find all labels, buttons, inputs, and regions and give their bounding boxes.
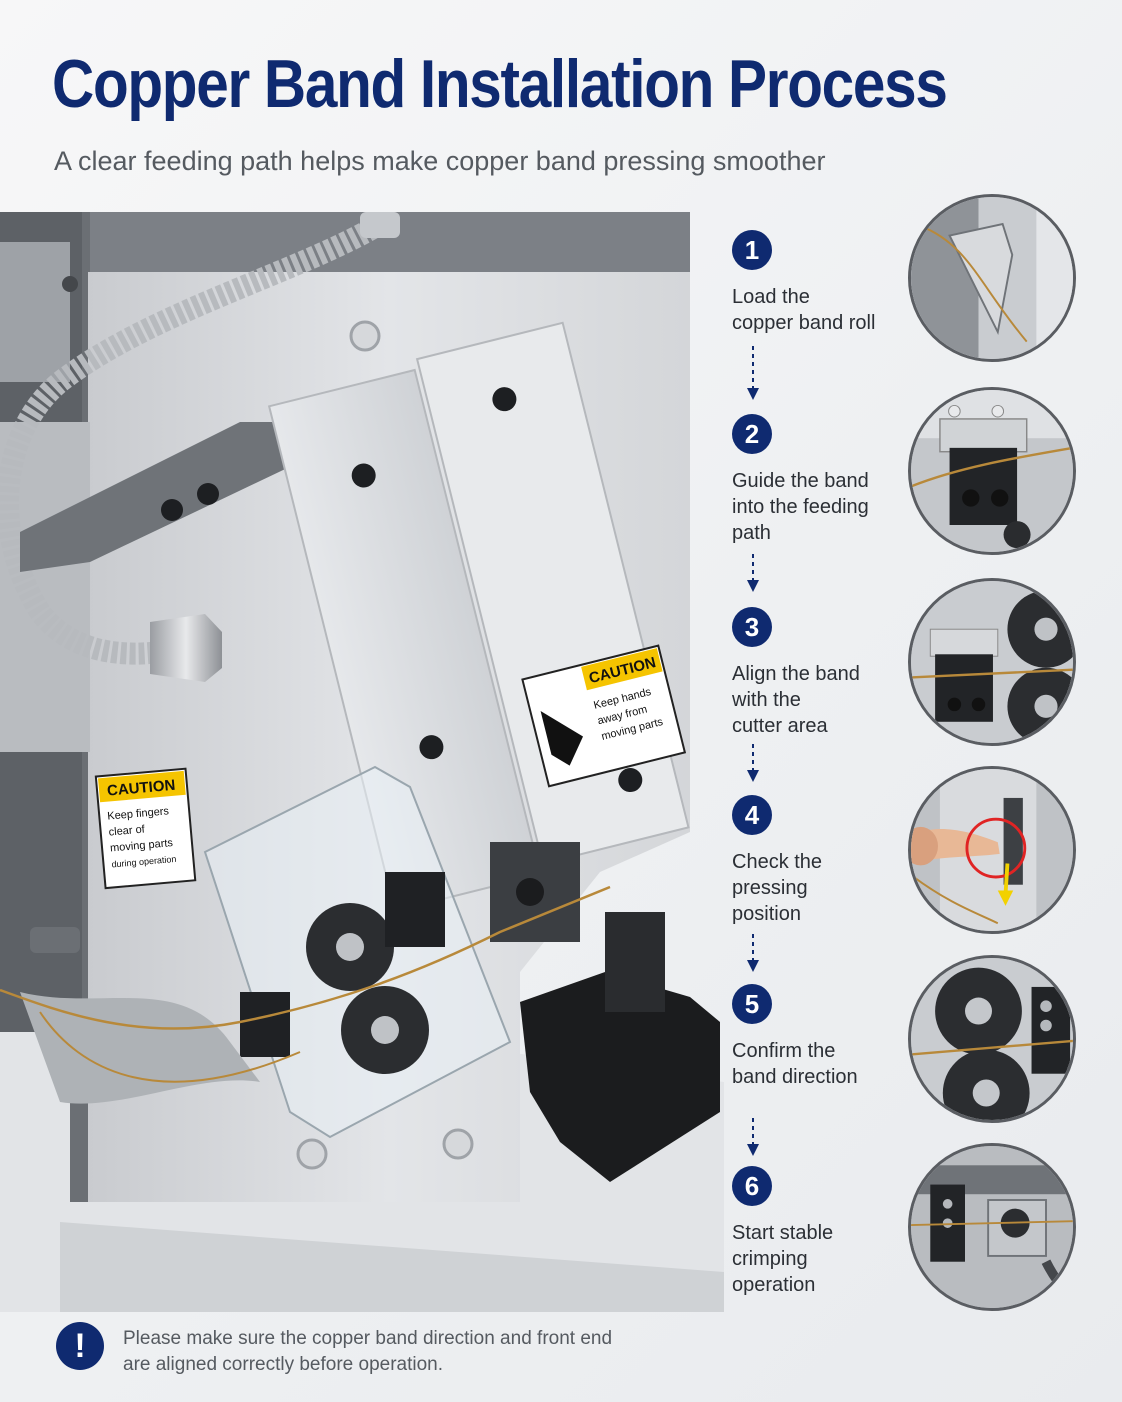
step-number-badge: 3: [732, 607, 772, 647]
step-label: Start stable crimping operation: [732, 1220, 902, 1298]
pressing-position-closeup-icon: [911, 769, 1073, 931]
step-label: Load the copper band roll: [732, 284, 902, 336]
step-label: Confirm the band direction: [732, 1038, 902, 1090]
step-label-line: copper band roll: [732, 312, 876, 334]
step-label-line: with the: [732, 689, 801, 711]
step-label-line: band direction: [732, 1066, 858, 1088]
dashed-down-arrow-icon: [747, 744, 759, 782]
step-1: 1 Load the copper band roll: [732, 230, 902, 336]
step-number-badge: 4: [732, 795, 772, 835]
crimping-closeup-icon: [911, 1146, 1073, 1308]
step-number-badge: 2: [732, 414, 772, 454]
caution-left-line-2: clear of: [108, 823, 146, 838]
step-6: 6 Start stable crimping operation: [732, 1166, 902, 1298]
step-3: 3 Align the band with the cutter area: [732, 607, 902, 739]
step-number-badge: 5: [732, 984, 772, 1024]
caution-left-line-3: moving parts: [110, 837, 174, 854]
step-label-line: position: [732, 903, 801, 925]
step-label-line: Guide the band: [732, 470, 869, 492]
step-label: Guide the band into the feeding path: [732, 468, 902, 546]
step-2: 2 Guide the band into the feeding path: [732, 414, 902, 546]
roller-direction-closeup-icon: [911, 958, 1073, 1120]
step-label-line: path: [732, 522, 771, 544]
step-label: Check the pressing position: [732, 849, 902, 927]
step-4-thumbnail: [908, 766, 1076, 934]
cutter-alignment-closeup-icon: [911, 581, 1073, 743]
dashed-down-arrow-icon: [747, 1118, 759, 1156]
exclamation-icon: !: [56, 1322, 104, 1370]
step-label-line: Align the band: [732, 663, 860, 685]
step-label-line: Check the: [732, 851, 823, 873]
step-3-thumbnail: [908, 578, 1076, 746]
step-label-line: Load the: [732, 286, 810, 308]
step-label-line: pressing: [732, 877, 808, 899]
step-6-thumbnail: [908, 1143, 1076, 1311]
step-label-line: Confirm the: [732, 1040, 836, 1062]
operation-note: Please make sure the copper band directi…: [123, 1328, 613, 1375]
step-label-line: crimping: [732, 1248, 808, 1270]
step-label-line: into the feeding: [732, 496, 869, 518]
dashed-down-arrow-icon: [747, 346, 759, 400]
page-subtitle: A clear feeding path helps make copper b…: [54, 146, 826, 176]
step-2-thumbnail: [908, 387, 1076, 555]
step-label-line: operation: [732, 1274, 816, 1296]
caution-left-heading: CAUTION: [106, 777, 176, 800]
dashed-down-arrow-icon: [747, 554, 759, 592]
page-title: Copper Band Installation Process: [52, 46, 948, 122]
step-number-badge: 6: [732, 1166, 772, 1206]
step-5-thumbnail: [908, 955, 1076, 1123]
step-5: 5 Confirm the band direction: [732, 984, 902, 1090]
step-number-badge: 1: [732, 230, 772, 270]
caution-left-line-1: Keep fingers: [107, 805, 170, 822]
step-1-thumbnail: [908, 194, 1076, 362]
cutter-blade-closeup-icon: [911, 197, 1073, 359]
crimping-machine-illustration: CAUTION Keep hands away from moving part…: [0, 212, 724, 1312]
step-label-line: Start stable: [732, 1222, 834, 1244]
step-label-line: cutter area: [732, 715, 828, 737]
step-4: 4 Check the pressing position: [732, 795, 902, 927]
step-label: Align the band with the cutter area: [732, 661, 902, 739]
feeding-guide-closeup-icon: [911, 390, 1073, 552]
dashed-down-arrow-icon: [747, 934, 759, 972]
